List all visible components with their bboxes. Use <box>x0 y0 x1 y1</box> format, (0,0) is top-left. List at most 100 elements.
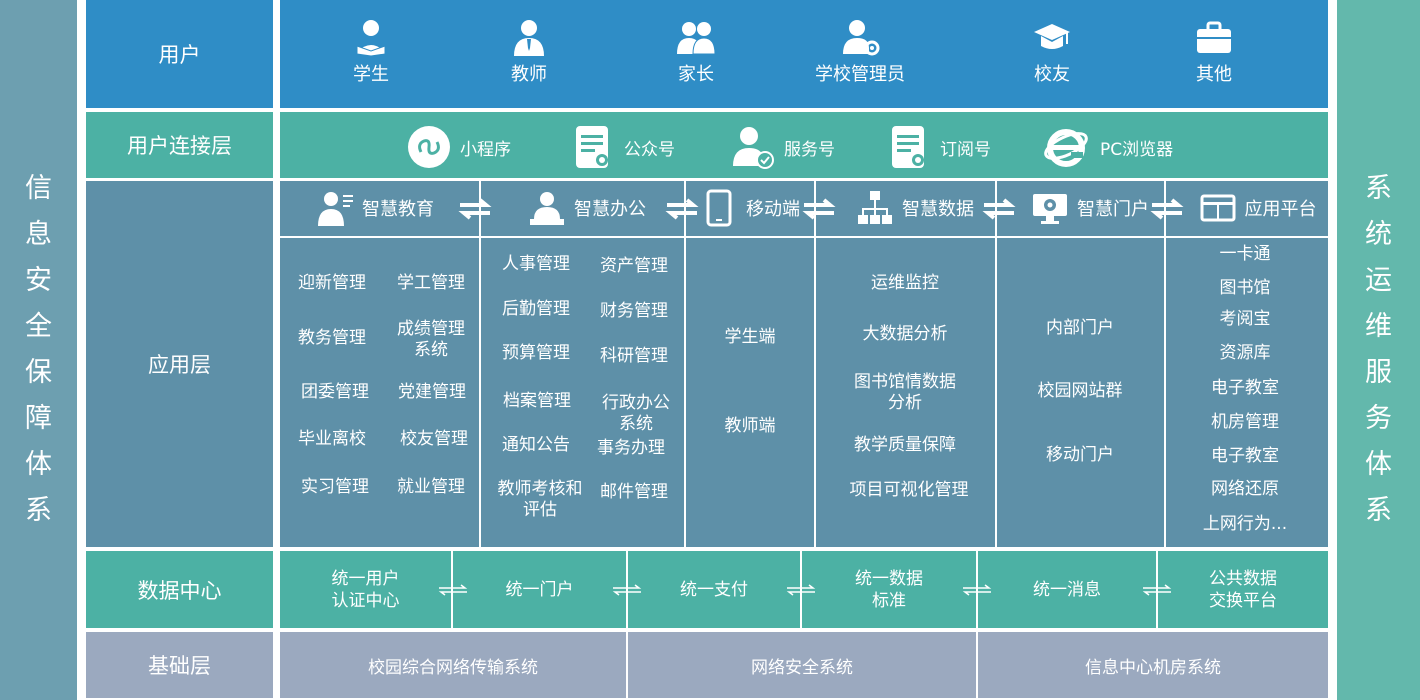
side-char: 系 <box>1365 173 1392 204</box>
platform-item: 电子教室 <box>1211 378 1279 398</box>
header-mobile: 移动端 <box>686 180 814 236</box>
office-worker-icon <box>530 192 564 225</box>
dc-divider <box>800 551 802 628</box>
users-row <box>280 0 1328 108</box>
dc-unified-data-standard: 统一数据 标准 <box>855 568 923 611</box>
office-item: 教师考核和 评估 <box>497 479 583 520</box>
base-network-transport: 校园综合网络传输系统 <box>368 657 538 678</box>
platform-item: 上网行为... <box>1202 514 1288 534</box>
swap-arrows-icon <box>982 198 1016 220</box>
info-security-column: 信息安全保障体系 <box>0 0 77 700</box>
teacher-board-icon <box>318 192 353 226</box>
header-app-platform: 应用平台 <box>1190 180 1325 236</box>
base-datacenter-room: 信息中心机房系统 <box>1085 657 1221 678</box>
conn-subscription-account: 订阅号 <box>886 120 991 174</box>
conn-service-account: 服务号 <box>730 120 835 174</box>
document-badge-icon <box>892 126 924 168</box>
platform-item: 电子教室 <box>1211 446 1279 466</box>
app-col-divider <box>684 181 686 547</box>
side-char: 系 <box>25 495 52 526</box>
edu-item: 校友管理 <box>400 429 468 449</box>
side-char: 维 <box>1365 311 1392 342</box>
base-divider <box>976 632 978 698</box>
base-divider <box>626 632 628 698</box>
window-panel-icon <box>1200 194 1235 222</box>
row-label-app: 应用层 <box>86 181 273 547</box>
side-char: 障 <box>25 403 52 434</box>
smartphone-icon <box>706 189 732 227</box>
ie-browser-icon <box>1044 129 1088 167</box>
org-chart-icon <box>858 191 892 224</box>
conn-pc-browser: PC浏览器 <box>1040 120 1173 174</box>
school-admin-icon <box>843 20 880 56</box>
dc-data-exchange: 公共数据 交换平台 <box>1209 568 1277 611</box>
mobile-item: 学生端 <box>724 327 776 347</box>
user-parent: 家长 <box>631 18 761 86</box>
dc-divider <box>626 551 628 628</box>
dc-divider <box>1156 551 1158 628</box>
app-col-divider <box>479 181 481 547</box>
user-check-icon <box>733 127 774 169</box>
header-smart-office: 智慧办公 <box>492 180 682 236</box>
row-label-user: 用户 <box>86 0 273 108</box>
mobile-item: 教师端 <box>724 416 776 436</box>
swap-arrows-icon <box>962 584 992 596</box>
office-item: 资产管理 <box>600 256 668 276</box>
office-item: 档案管理 <box>503 391 571 411</box>
side-char: 运 <box>1365 265 1392 296</box>
dc-divider <box>451 551 453 628</box>
side-char: 统 <box>1365 219 1392 250</box>
row-label-connect: 用户连接层 <box>86 112 273 178</box>
data-item: 运维监控 <box>871 273 939 293</box>
base-row <box>280 632 1328 698</box>
edu-item: 就业管理 <box>397 477 465 497</box>
side-char: 服 <box>1365 357 1392 388</box>
swap-arrows-icon <box>786 584 816 596</box>
ops-service-column: 系统运维服务体系 <box>1337 0 1420 700</box>
office-item: 邮件管理 <box>600 482 668 502</box>
swap-arrows-icon <box>802 198 836 220</box>
user-alumni: 校友 <box>987 18 1117 86</box>
portal-item: 内部门户 <box>1046 318 1114 338</box>
data-item: 教学质量保障 <box>854 435 956 455</box>
swap-arrows-icon <box>1150 198 1184 220</box>
platform-item: 一卡通 <box>1219 244 1271 264</box>
swap-arrows-icon <box>665 198 699 220</box>
app-row <box>280 181 1328 547</box>
side-char: 体 <box>1365 449 1392 480</box>
user-other: 其他 <box>1149 18 1279 86</box>
dc-divider <box>976 551 978 628</box>
data-item: 图书馆情数据 分析 <box>854 372 956 413</box>
side-char: 体 <box>25 449 52 480</box>
office-item: 后勤管理 <box>502 299 570 319</box>
document-badge-icon <box>576 126 608 168</box>
dc-unified-message: 统一消息 <box>1033 579 1101 600</box>
header-smart-education: 智慧教育 <box>280 180 470 236</box>
data-center-row <box>280 551 1328 628</box>
app-col-divider <box>995 181 997 547</box>
header-smart-portal: 智慧门户 <box>1020 180 1160 236</box>
parents-icon <box>677 22 716 55</box>
header-smart-data: 智慧数据 <box>836 180 994 236</box>
side-char: 息 <box>25 219 52 250</box>
edu-item: 迎新管理 <box>298 273 366 293</box>
edu-item: 团委管理 <box>301 382 369 402</box>
teacher-icon <box>514 20 544 56</box>
conn-official-account: 公众号 <box>570 120 675 174</box>
app-col-divider <box>814 181 816 547</box>
user-teacher: 教师 <box>464 18 594 86</box>
swap-arrows-icon <box>438 584 468 596</box>
conn-mini-program: 小程序 <box>406 120 511 174</box>
edu-item: 毕业离校 <box>298 429 366 449</box>
user-student: 学生 <box>306 18 436 86</box>
dc-unified-portal: 统一门户 <box>505 579 574 600</box>
row-label-base: 基础层 <box>86 632 273 698</box>
swap-arrows-icon <box>1142 584 1172 596</box>
platform-item: 图书馆 <box>1219 278 1271 298</box>
graduation-cap-icon <box>1034 24 1070 49</box>
platform-item: 考阅宝 <box>1219 309 1271 329</box>
edu-item: 党建管理 <box>398 382 466 402</box>
platform-item: 网络还原 <box>1211 479 1279 499</box>
side-char: 保 <box>25 357 52 388</box>
office-item: 通知公告 <box>502 435 570 455</box>
